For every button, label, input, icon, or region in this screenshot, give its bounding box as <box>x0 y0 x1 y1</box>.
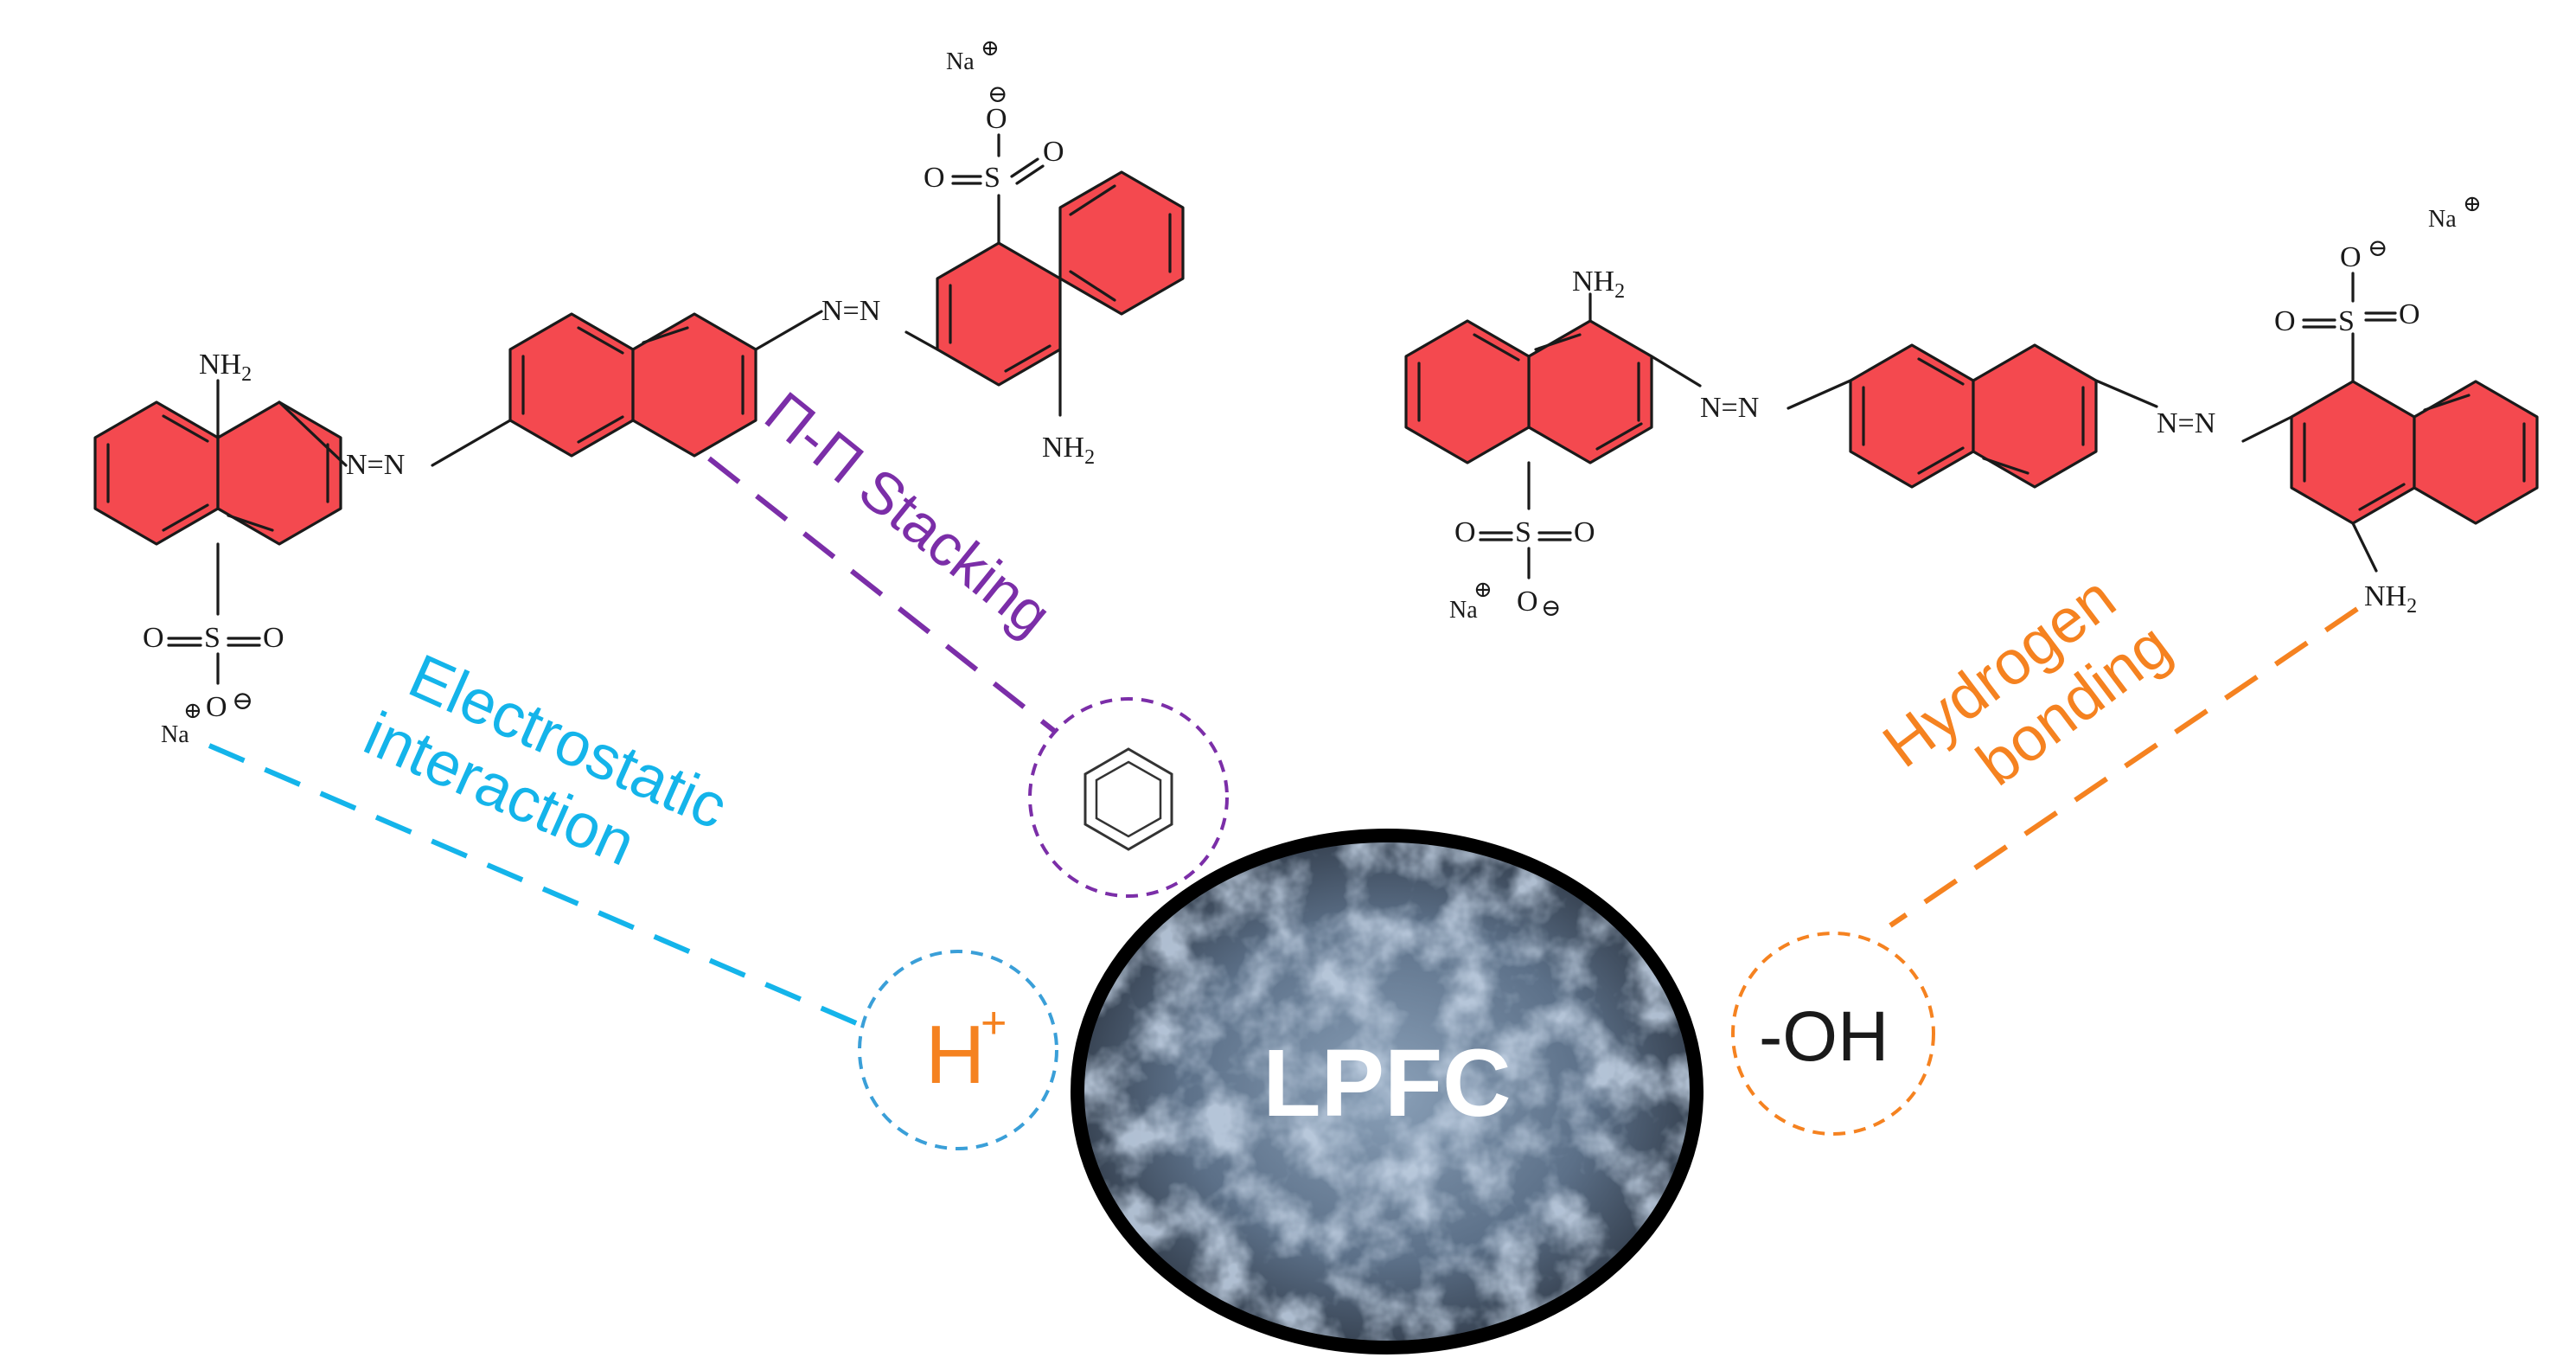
minus-charge: ⊖ <box>1541 595 1561 622</box>
proton-label: H <box>925 1009 985 1101</box>
lpfc-label: LPFC <box>1262 1030 1511 1137</box>
sulfur-label: S <box>984 162 1000 194</box>
plus-charge: ⊕ <box>2463 191 2482 216</box>
lpfc-adsorbent: LPFC <box>1071 829 1703 1354</box>
sulfonate-o-label: O <box>2274 305 2296 337</box>
amine-label: NH2 <box>199 349 252 386</box>
plus-charge: ⊕ <box>981 35 1000 61</box>
sulfonate-o-label: O <box>986 103 1007 135</box>
azo-label: N=N <box>1700 392 1759 424</box>
proton-site: H + <box>858 950 1058 1150</box>
sulfonate-o-label: O <box>263 622 284 654</box>
minus-charge: ⊖ <box>232 687 253 715</box>
sulfonate-o-label: O <box>143 622 164 654</box>
naphthalene-ring-right-1 <box>1404 319 1653 464</box>
electrostatic-label: Electrostatic interaction <box>355 642 737 880</box>
naphthalene-ring-left-3 <box>936 170 1185 387</box>
sulfur-label: S <box>1515 516 1531 548</box>
sulfonate-o-label: O <box>1574 516 1595 548</box>
sulfur-label: S <box>204 622 221 654</box>
proton-charge: + <box>981 998 1007 1048</box>
sulfonate-o-label: O <box>1517 586 1538 618</box>
benzene-ring-icon <box>1083 747 1173 851</box>
amine-label: NH2 <box>2364 580 2417 618</box>
hydroxyl-label: -OH <box>1759 997 1889 1076</box>
sulfonate-o-label: O <box>924 162 945 194</box>
sulfur-label: S <box>2338 305 2355 337</box>
amine-label: NH2 <box>1042 432 1095 469</box>
naphthalene-ring-right-2 <box>1849 343 2098 489</box>
naphthalene-ring-right-3 <box>2290 380 2539 525</box>
sodium-label: Na <box>2428 206 2457 233</box>
dye-molecule-left: NH2 N=N O S O O ⊖ Na ⊕ N=N <box>93 35 1185 748</box>
sulfonate-o-label: O <box>2340 241 2362 273</box>
plus-charge: ⊕ <box>1473 577 1493 602</box>
hydrogen-bonding-dashed-line <box>1889 606 2359 928</box>
azo-label: N=N <box>346 449 405 481</box>
amine-label: NH2 <box>1572 266 1625 303</box>
dye-molecule-right: NH2 O S O O ⊖ Na ⊕ N=N N=N <box>1404 191 2539 624</box>
minus-charge: ⊖ <box>2368 235 2387 262</box>
azo-label: N=N <box>821 295 880 327</box>
hydrogen-bonding-label: Hydrogen bonding <box>1870 563 2183 799</box>
sodium-label: Na <box>161 721 189 748</box>
sulfonate-o-label: O <box>1043 136 1064 168</box>
sulfonate-o-label: O <box>206 691 227 723</box>
svg-text:Π-Π Stacking: Π-Π Stacking <box>753 380 1064 649</box>
azo-label: N=N <box>2157 407 2215 439</box>
benzene-site <box>1028 697 1229 898</box>
pi-stacking-dashed-line <box>707 456 1064 740</box>
naphthalene-ring-left-1 <box>93 400 342 546</box>
minus-charge: ⊖ <box>988 81 1007 108</box>
naphthalene-ring-left-2 <box>508 312 757 458</box>
sodium-label: Na <box>946 48 975 75</box>
pi-stacking-label: Π-Π Stacking <box>753 380 1064 649</box>
hydroxyl-site: -OH <box>1731 932 1935 1136</box>
sulfonate-o-label: O <box>2399 298 2420 330</box>
plus-charge: ⊕ <box>183 698 202 723</box>
sulfonate-o-label: O <box>1454 516 1476 548</box>
sodium-label: Na <box>1449 597 1478 624</box>
